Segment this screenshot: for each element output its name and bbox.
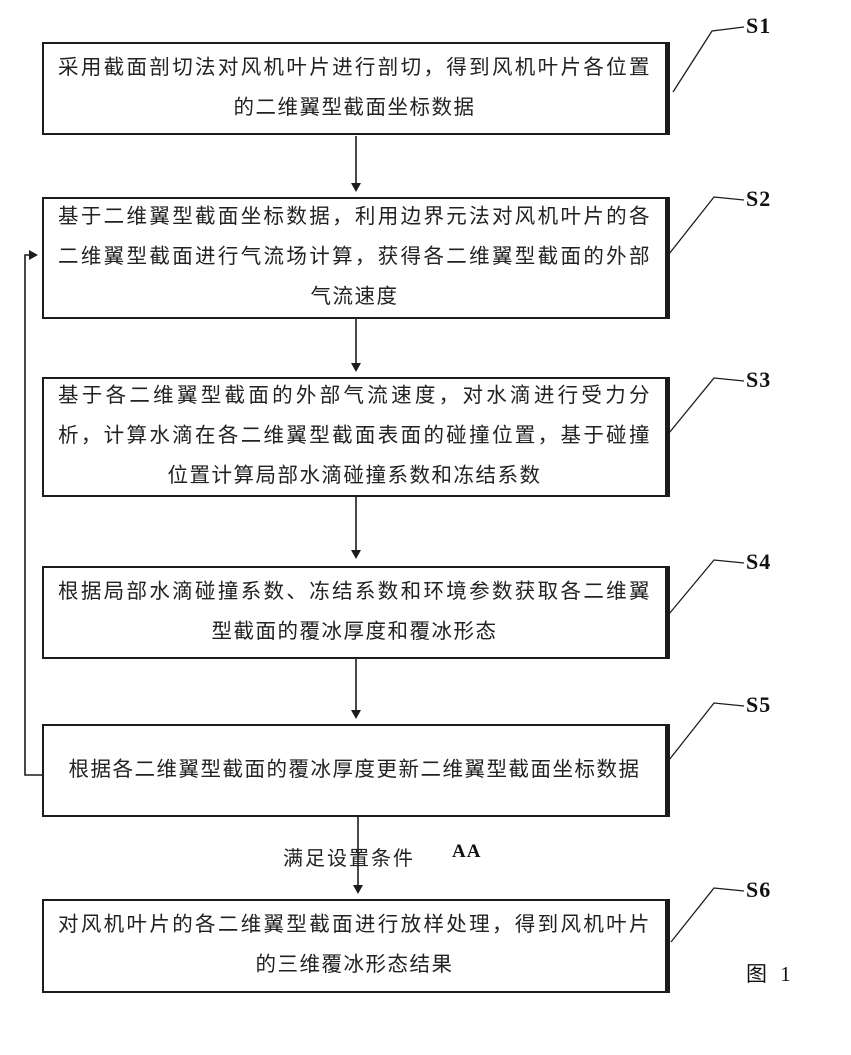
flow-step-text-s5: 根据各二维翼型截面的覆冰厚度更新二维翼型截面坐标数据 <box>68 758 641 781</box>
loop-exit-condition-label: 满足设置条件 <box>283 848 415 870</box>
flow-step-box-s6: 对风机叶片的各二维翼型截面进行放样处理，得到风机叶片的三维覆冰形态结果 <box>42 899 670 993</box>
flow-step-text-s2: 基于二维翼型截面坐标数据，利用边界元法对风机叶片的各二维翼型截面进行气流场计算，… <box>58 206 651 308</box>
leader-line-s2 <box>668 196 745 255</box>
flow-step-box-s3: 基于各二维翼型截面的外部气流速度，对水滴进行受力分析，计算水滴在各二维翼型截面表… <box>42 377 670 497</box>
step-label-s2: S2 <box>746 186 772 211</box>
flow-step-box-s1: 采用截面剖切法对风机叶片进行剖切，得到风机叶片各位置的二维翼型截面坐标数据 <box>42 42 670 135</box>
loop-reference-label: AA <box>452 841 482 862</box>
flow-step-text-s3: 基于各二维翼型截面的外部气流速度，对水滴进行受力分析，计算水滴在各二维翼型截面表… <box>58 385 651 487</box>
flow-step-text-s1: 采用截面剖切法对风机叶片进行剖切，得到风机叶片各位置的二维翼型截面坐标数据 <box>58 56 651 119</box>
step-label-s3: S3 <box>746 367 772 392</box>
feedback-loop-arrow-s5-s2 <box>24 250 42 776</box>
step-label-s5: S5 <box>746 692 772 717</box>
step-label-s1: S1 <box>746 13 772 38</box>
figure-caption: 图 1 <box>746 962 795 986</box>
flow-step-box-s4: 根据局部水滴碰撞系数、冻结系数和环境参数获取各二维翼型截面的覆冰厚度和覆冰形态 <box>42 566 670 659</box>
step-label-s6: S6 <box>746 877 772 902</box>
flow-step-box-s5: 根据各二维翼型截面的覆冰厚度更新二维翼型截面坐标数据 <box>42 724 670 817</box>
step-label-s4: S4 <box>746 549 772 574</box>
leader-line-s3 <box>668 377 745 434</box>
flow-step-text-s6: 对风机叶片的各二维翼型截面进行放样处理，得到风机叶片的三维覆冰形态结果 <box>58 914 651 976</box>
leader-line-s1 <box>672 26 745 93</box>
flow-step-text-s4: 根据局部水滴碰撞系数、冻结系数和环境参数获取各二维翼型截面的覆冰厚度和覆冰形态 <box>58 580 651 643</box>
flow-step-box-s2: 基于二维翼型截面坐标数据，利用边界元法对风机叶片的各二维翼型截面进行气流场计算，… <box>42 197 670 319</box>
leader-line-s5 <box>668 702 745 761</box>
leader-line-s6 <box>670 887 745 943</box>
leader-line-s4 <box>668 559 745 615</box>
